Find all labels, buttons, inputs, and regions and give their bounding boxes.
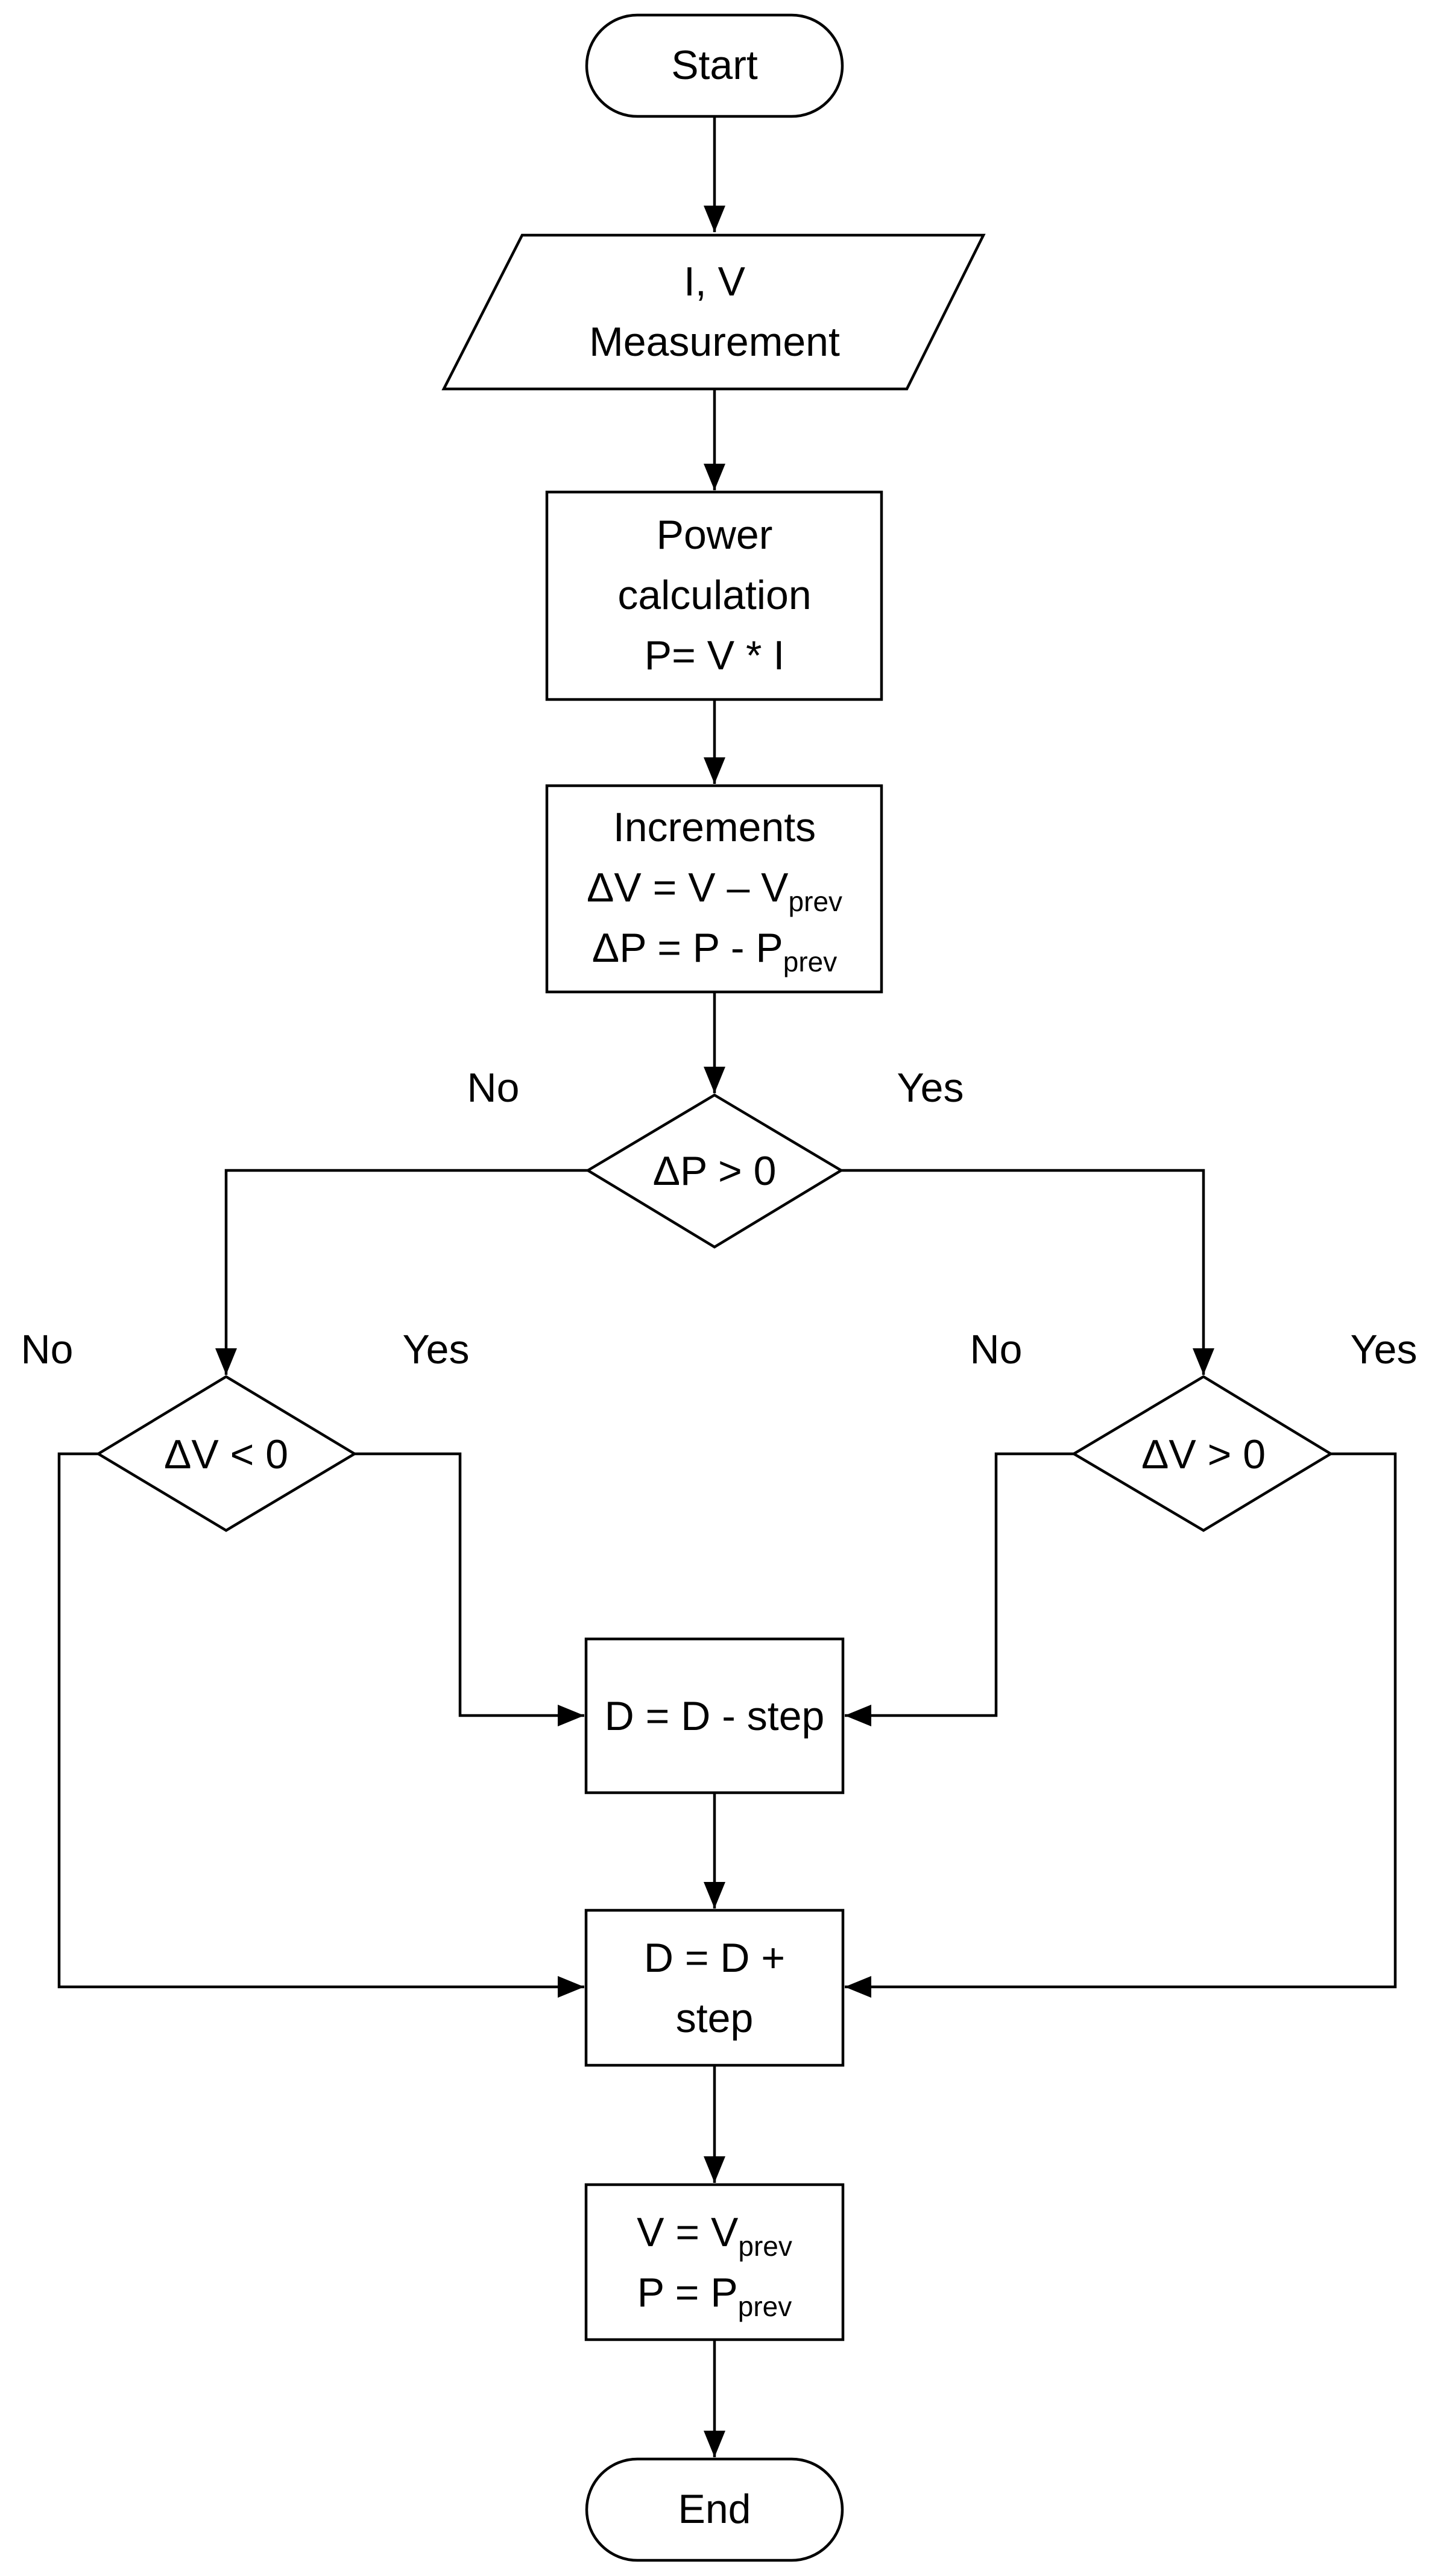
label-dv-neg-no: No [21, 1327, 74, 1372]
measurement-line1: I, V [684, 259, 746, 305]
increase-line1: D = D + [644, 1935, 785, 1981]
increments-line2: ΔV = V – Vprev [587, 865, 842, 917]
increments-line3-main: ΔP = P - P [592, 925, 783, 971]
dv-negative-decision: ΔV < 0 [95, 1375, 358, 1532]
flowchart-edges [57, 116, 1397, 2457]
measurement-line2: Measurement [589, 319, 840, 365]
end-terminator: End [585, 2457, 844, 2562]
label-dp-no: No [467, 1065, 520, 1111]
update-line1: V = Vprev [637, 2209, 792, 2262]
update-previous-box: V = Vprev P = Pprev [584, 2183, 845, 2341]
dp-decision: ΔP > 0 [585, 1093, 844, 1249]
increase-duty-box: D = D + step [584, 1908, 845, 2067]
update-line1-main: V = V [637, 2209, 739, 2255]
start-label: Start [671, 42, 758, 88]
label-dv-pos-yes: Yes [1351, 1327, 1418, 1372]
edge-dv-neg-no-to-increase [57, 1452, 584, 1998]
dv-positive-label: ΔV > 0 [1141, 1432, 1266, 1477]
decrease-label: D = D - step [605, 1693, 825, 1739]
update-line2: P = Pprev [637, 2270, 792, 2322]
label-dv-pos-no: No [970, 1327, 1023, 1372]
power-calculation-box: Power calculation P= V * I [545, 490, 883, 701]
end-label: End [678, 2486, 751, 2532]
dv-negative-label: ΔV < 0 [164, 1432, 288, 1477]
increments-line1: Increments [613, 804, 816, 850]
label-dv-neg-yes: Yes [403, 1327, 470, 1372]
decrease-duty-box: D = D - step [584, 1637, 845, 1795]
power-line3: P= V * I [645, 633, 784, 678]
increase-line2: step [676, 1995, 754, 2041]
increments-line2-main: ΔV = V – V [587, 865, 789, 911]
increments-line2-sub: prev [789, 886, 842, 917]
update-line2-sub: prev [738, 2291, 792, 2322]
power-line1: Power [657, 512, 773, 558]
dp-decision-label: ΔP > 0 [653, 1148, 777, 1194]
edge-dp-no-to-dv-neg-check [215, 1169, 588, 1375]
increments-box: Increments ΔV = V – Vprev ΔP = P - Pprev [545, 784, 883, 994]
power-line2: calculation [617, 572, 811, 618]
edge-dv-pos-yes-to-increase [845, 1452, 1397, 1998]
start-terminator: Start [585, 13, 844, 118]
label-dp-yes: Yes [897, 1065, 964, 1111]
increments-line3-sub: prev [783, 946, 837, 977]
edge-dv-neg-yes-to-decrease [355, 1452, 584, 1726]
edge-dv-pos-no-to-decrease [845, 1452, 1074, 1726]
update-line2-main: P = P [637, 2270, 738, 2316]
update-line1-sub: prev [738, 2230, 792, 2262]
increments-line3: ΔP = P - Pprev [592, 925, 837, 977]
edge-labels: No Yes No Yes No Yes [21, 1065, 1418, 1372]
dv-positive-decision: ΔV > 0 [1071, 1375, 1334, 1532]
measurement-input: I, V Measurement [441, 233, 986, 391]
edge-dp-yes-to-dv-pos-check [841, 1169, 1214, 1375]
